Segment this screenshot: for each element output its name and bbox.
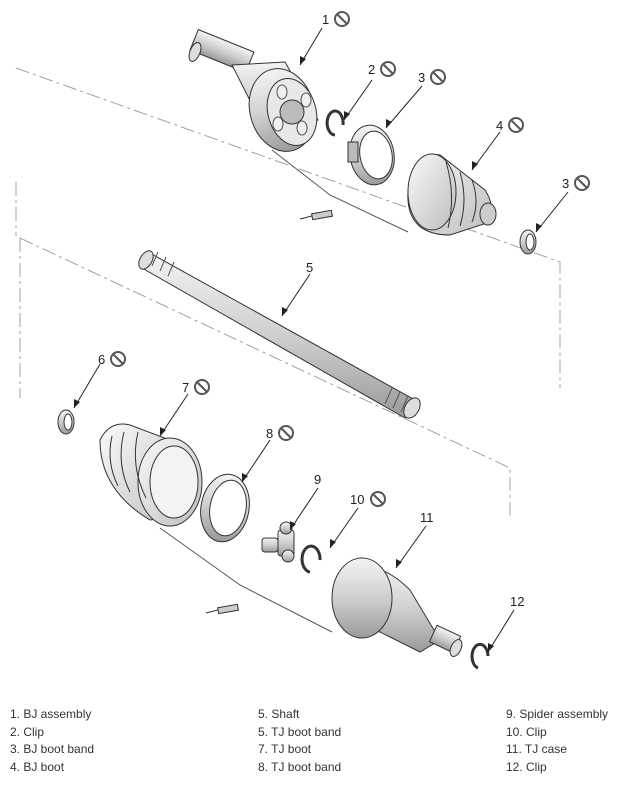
callout-number: 3 (418, 70, 425, 85)
dashed-outline-upper (15, 67, 561, 388)
no-reuse-prohibited-icon (370, 491, 386, 507)
part-clip-2 (325, 109, 345, 137)
no-reuse-prohibited-icon (430, 69, 446, 85)
part-bj-boot (407, 153, 497, 236)
no-reuse-prohibited-icon (574, 175, 590, 191)
parts-legend: 1. BJ assembly 2. Clip 3. BJ boot band 4… (0, 706, 622, 786)
callout-number: 6 (98, 352, 105, 367)
legend-item: 5. TJ boot band (258, 724, 342, 739)
grease-tube-icon (205, 603, 239, 615)
callout-number: 2 (368, 62, 375, 77)
legend-column-1: 1. BJ assembly 2. Clip 3. BJ boot band 4… (10, 706, 94, 776)
legend-item: 2. Clip (10, 724, 45, 739)
no-reuse-prohibited-icon (334, 11, 350, 27)
legend-item: 11. TJ case (506, 742, 567, 756)
legend-column-2: 5. Shaft 5. TJ boot band 7. TJ boot 8. T… (258, 706, 341, 776)
no-reuse-prohibited-icon (194, 379, 210, 395)
part-tj-boot (99, 423, 203, 527)
group-bracket-lower (159, 527, 333, 633)
callout-number: 7 (182, 380, 189, 395)
legend-item: 8. TJ boot band (258, 759, 342, 774)
callout-number: 4 (496, 118, 503, 133)
callout-number: 11 (420, 510, 434, 525)
legend-item: 7. TJ boot (258, 742, 312, 756)
part-bj-boot-band-upper (347, 124, 395, 186)
grease-tube-icon (299, 209, 333, 221)
legend-item: 9. Spider assembly (506, 707, 609, 721)
callout-number: 12 (510, 594, 524, 609)
callouts: 1 2 3 4 3 5 6 7 8 9 10 11 12 (98, 12, 569, 609)
driveshaft-exploded-diagram: 1 2 3 4 3 5 6 7 8 9 10 11 12 (15, 11, 590, 670)
group-bracket-upper (271, 149, 409, 233)
legend-item: 10. Clip (506, 724, 547, 739)
no-reuse-prohibited-icon (278, 425, 294, 441)
leader-arrowheads (74, 56, 542, 652)
part-tj-boot-band-8 (200, 473, 250, 543)
legend-column-3: 9. Spider assembly 10. Clip 11. TJ case … (506, 706, 608, 776)
legend-item: 1. BJ assembly (10, 707, 92, 721)
dashed-outline-lower (19, 237, 511, 520)
prohibited-icons (110, 11, 590, 507)
part-spider-assembly (261, 521, 295, 563)
part-bj-boot-band-small (519, 229, 537, 255)
callout-number: 9 (314, 472, 321, 487)
legend-item: 12. Clip (506, 759, 547, 774)
part-shaft (138, 250, 421, 419)
part-clip-12 (470, 642, 490, 670)
part-clip-10 (300, 544, 322, 574)
legend-item: 5. Shaft (258, 707, 300, 721)
callout-number: 10 (350, 492, 364, 507)
callout-number: 8 (266, 426, 273, 441)
part-tj-case (331, 557, 463, 657)
legend-item: 4. BJ boot (10, 759, 65, 774)
no-reuse-prohibited-icon (110, 351, 126, 367)
legend-item: 3. BJ boot band (10, 742, 95, 756)
no-reuse-prohibited-icon (508, 117, 524, 133)
callout-number: 1 (322, 12, 329, 27)
part-tj-boot-band-6 (57, 409, 75, 435)
part-bj-assembly (188, 28, 319, 152)
callout-number: 5 (306, 260, 313, 275)
callout-number: 3 (562, 176, 569, 191)
no-reuse-prohibited-icon (380, 61, 396, 77)
